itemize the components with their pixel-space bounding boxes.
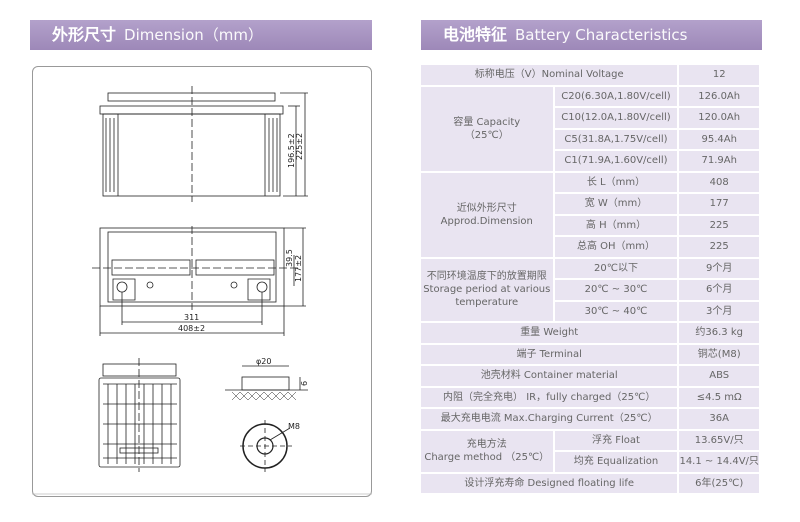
table-row: 内阻（完全充电） IR，fully charged（25℃）≤4.5 mΩ — [421, 387, 759, 407]
storage-cond: 30℃ ~ 40℃ — [554, 301, 678, 321]
capacity-label-en: 容量 Capacity — [453, 116, 521, 128]
dimension-title-en: Dimension（mm） — [124, 26, 263, 44]
dimension-cond: 宽 W（mm） — [554, 194, 678, 214]
capacity-value: 120.0Ah — [679, 108, 759, 128]
dim-thread-m8: M8 — [288, 422, 300, 431]
table-row: 最大充电电流 Max.Charging Current（25℃）36A — [421, 409, 759, 429]
dimension-value: 225 — [679, 215, 759, 235]
capacity-label-temp: （25℃） — [464, 129, 509, 141]
storage-label-cn: 不同环境温度下的放置期限 — [426, 271, 547, 283]
dimension-value: 177 — [679, 194, 759, 214]
dim-terminal-diameter: φ20 — [256, 357, 271, 366]
charge-label-en: Charge method （25℃） — [424, 452, 550, 463]
life-label: 设计浮充寿命 Designed floating life — [421, 473, 678, 493]
ir-value: ≤4.5 mΩ — [679, 387, 759, 407]
ir-label: 内阻（完全充电） IR，fully charged（25℃） — [421, 387, 678, 407]
terminal-value: 铜芯(M8) — [679, 344, 759, 364]
charge-label-cn: 充电方法 — [466, 439, 507, 450]
storage-cond: 20℃以下 — [554, 258, 678, 278]
dim-height-196: 196.5±2 — [287, 133, 296, 168]
dim-terminal-height: 6 — [300, 381, 309, 386]
dim-terminal-39: 39.5 — [285, 249, 294, 267]
dimension-label-en: Approd.Dimension — [440, 215, 533, 227]
container-value: ABS — [679, 366, 759, 386]
dimension-cond: 总高 OH（mm） — [554, 237, 678, 257]
dim-length-408: 408±2 — [178, 324, 205, 333]
capacity-cond: C1(71.9A,1.60V/cell) — [554, 151, 678, 171]
table-row: C1(71.9A,1.60V/cell)71.9Ah — [421, 151, 759, 171]
capacity-cond: C20(6.30A,1.80V/cell) — [554, 86, 678, 106]
characteristics-header: 电池特征 Battery Characteristics — [421, 20, 762, 50]
terminal-label: 端子 Terminal — [421, 344, 678, 364]
table-row: C10(12.0A,1.80V/cell)120.0Ah — [421, 108, 759, 128]
table-row: C5(31.8A,1.75V/cell)95.4Ah — [421, 129, 759, 149]
life-value: 6年(25℃) — [679, 473, 759, 493]
dimension-drawing-panel — [32, 66, 372, 497]
capacity-cond: C5(31.8A,1.75V/cell) — [554, 129, 678, 149]
capacity-cond: C10(12.0A,1.80V/cell) — [554, 108, 678, 128]
storage-value: 9个月 — [679, 258, 759, 278]
charge-value: 13.65V/只 — [679, 430, 759, 450]
dimension-value: 408 — [679, 172, 759, 192]
charge-cond: 浮充 Float — [554, 430, 678, 450]
charge-cond: 均充 Equalization — [554, 452, 678, 472]
dim-terminal-spacing-311: 311 — [184, 313, 199, 322]
storage-label-en: Storage period at various temperature — [423, 284, 551, 309]
battery-technical-drawing: 196.5±2 225±2 39.5 177±2 311 408±2 — [32, 86, 372, 495]
weight-value: 约36.3 kg — [679, 323, 759, 343]
characteristics-title-cn: 电池特征 — [443, 25, 508, 44]
table-row: 高 H（mm）225 — [421, 215, 759, 235]
top-view: 39.5 177±2 311 408±2 — [92, 226, 306, 336]
container-label: 池壳材料 Container material — [421, 366, 678, 386]
dimension-label-cn: 近似外形尺寸 — [456, 202, 517, 214]
nominal-voltage-value: 12 — [679, 65, 759, 85]
dimension-title-cn: 外形尺寸 — [52, 25, 117, 44]
max-current-value: 36A — [679, 409, 759, 429]
dim-height-225: 225±2 — [295, 133, 304, 160]
max-current-label: 最大充电电流 Max.Charging Current（25℃） — [421, 409, 678, 429]
nominal-voltage-label: 标称电压（V）Nominal Voltage — [421, 65, 678, 85]
capacity-value: 95.4Ah — [679, 129, 759, 149]
charge-value: 14.1 ~ 14.4V/只 — [679, 452, 759, 472]
terminal-detail: φ20 6 M8 — [225, 357, 309, 472]
front-view: 196.5±2 225±2 — [99, 86, 308, 202]
table-row: 总高 OH（mm）225 — [421, 237, 759, 257]
dim-width-177: 177±2 — [294, 255, 303, 282]
dimension-cond: 高 H（mm） — [554, 215, 678, 235]
dimension-value: 225 — [679, 237, 759, 257]
dimension-header: 外形尺寸 Dimension（mm） — [30, 20, 372, 50]
capacity-value: 71.9Ah — [679, 151, 759, 171]
storage-value: 6个月 — [679, 280, 759, 300]
storage-cond: 20℃ ~ 30℃ — [554, 280, 678, 300]
side-view — [98, 358, 181, 472]
table-row: 容量 Capacity（25℃）C20(6.30A,1.80V/cell)126… — [421, 86, 759, 171]
charge-method-label: 充电方法 Charge method （25℃） — [421, 430, 553, 472]
table-row: 宽 W（mm）177 — [421, 194, 759, 214]
characteristics-title-en: Battery Characteristics — [515, 26, 688, 44]
capacity-label: 容量 Capacity（25℃） — [421, 86, 553, 171]
storage-value: 3个月 — [679, 301, 759, 321]
capacity-value: 126.0Ah — [679, 86, 759, 106]
dimension-cond: 长 L（mm） — [554, 172, 678, 192]
weight-label: 重量 Weight — [421, 323, 678, 343]
